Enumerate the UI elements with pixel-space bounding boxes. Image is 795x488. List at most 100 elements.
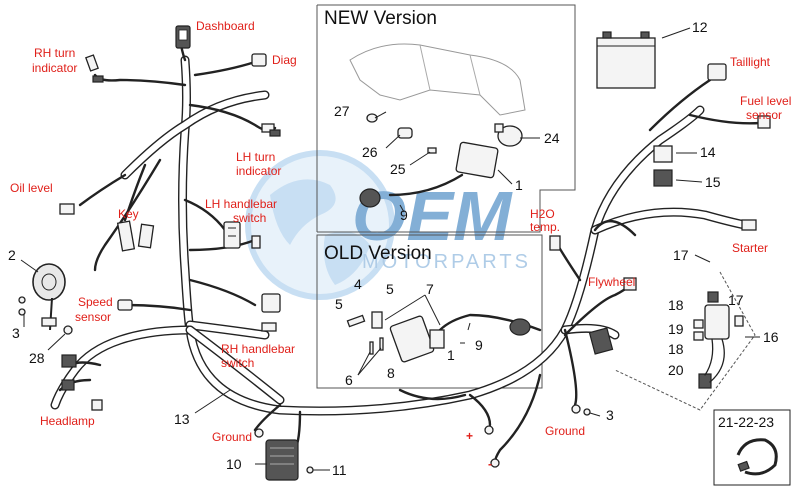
label-speed-sensor-1: Speed	[78, 295, 113, 309]
label-flywheel: Flywheel	[588, 275, 635, 289]
part-number-8: 8	[387, 365, 395, 381]
flywheel-connector	[623, 277, 637, 291]
new-version-box: NEW Version	[316, 4, 576, 233]
part-number-5-b: 5	[386, 281, 394, 297]
part-number-18-b: 18	[668, 341, 684, 357]
label-rh-turn-indicator-1: RH turn	[34, 46, 75, 60]
label-lh-handlebar-switch-1: LH handlebar	[205, 197, 277, 211]
part-number-3-right: 3	[606, 407, 614, 423]
part-number-5-a: 5	[335, 296, 343, 312]
part-number-3-left: 3	[12, 325, 20, 341]
label-lh-turn-indicator-1: LH turn	[236, 150, 275, 164]
part-number-26: 26	[362, 144, 378, 160]
part-number-11: 11	[332, 462, 347, 478]
ground-terminal-left	[254, 428, 264, 438]
part-number-4: 4	[354, 276, 362, 292]
part-number-9-new: 9	[400, 207, 408, 223]
leader-lines	[20, 27, 760, 471]
label-plus: +	[466, 429, 473, 443]
part-number-25: 25	[390, 161, 406, 177]
label-rh-handlebar-switch-1: RH handlebar	[221, 342, 295, 356]
screws-6	[369, 337, 384, 355]
part-number-12: 12	[692, 19, 708, 35]
oil-level-connector	[59, 203, 75, 215]
watermark-logo: OEM MOTORPARTS	[245, 150, 531, 300]
screw-3-left	[18, 296, 26, 316]
old-version-box: OLD Version	[316, 234, 543, 389]
connector-group-box	[614, 271, 756, 411]
label-h2o-temp-1: H2O	[530, 207, 555, 221]
label-dashboard: Dashboard	[196, 19, 255, 33]
coil-old-9	[509, 318, 531, 336]
label-rh-turn-indicator-2: indicator	[32, 61, 77, 75]
part-number-17-a: 17	[673, 247, 689, 263]
ground-terminal-right	[571, 404, 591, 416]
nut-28	[63, 325, 73, 335]
component-labels: Dashboard Diag RH turn indicator LH turn…	[10, 19, 791, 471]
ecu-old-8	[389, 315, 445, 363]
horn	[32, 263, 66, 331]
label-h2o-temp-2: temp.	[530, 220, 560, 234]
rh-turn-indicator-connector	[85, 54, 104, 83]
part-number-20: 20	[668, 362, 684, 378]
label-rh-handlebar-switch-2: switch	[221, 356, 254, 370]
part-number-13: 13	[174, 411, 190, 427]
starter-connector	[741, 219, 757, 231]
part-number-17-b: 17	[728, 292, 744, 308]
screw-25	[427, 147, 437, 154]
battery-12	[596, 31, 656, 89]
headlamp-connector	[61, 354, 103, 411]
kit-box: 21-22-23	[713, 409, 791, 486]
part-number-28: 28	[29, 350, 45, 366]
lh-handlebar-switch-connector	[223, 221, 261, 249]
diag-connector	[251, 53, 267, 67]
part-number-1-old: 1	[447, 347, 455, 363]
old-version-title: OLD Version	[324, 243, 432, 264]
relay-15	[653, 169, 673, 187]
connector-block-16	[693, 291, 744, 389]
cap-27	[366, 113, 378, 123]
battery-terminals	[484, 425, 500, 468]
lh-turn-indicator-connector	[261, 123, 281, 137]
label-fuel-level-sensor-1: Fuel level	[740, 94, 791, 108]
kit-label: 21-22-23	[718, 414, 774, 430]
ecu-new-1	[359, 141, 499, 208]
rh-handlebar-switch-connector	[261, 293, 281, 332]
label-diag: Diag	[272, 53, 297, 67]
sensor-26	[397, 127, 413, 139]
part-number-2: 2	[8, 247, 16, 263]
key-connector	[116, 220, 155, 252]
watermark-subtitle: MOTORPARTS	[362, 251, 531, 273]
dashboard-connector	[175, 25, 191, 49]
bracket-5	[346, 311, 383, 329]
part-number-14: 14	[700, 144, 716, 160]
taillight-connector	[707, 63, 727, 81]
part-number-6: 6	[345, 372, 353, 388]
label-starter: Starter	[732, 241, 768, 255]
label-ground-left: Ground	[212, 430, 252, 444]
part-number-19: 19	[668, 321, 684, 337]
relay-14	[653, 145, 673, 163]
part-number-9-old: 9	[475, 337, 483, 353]
fuse-box	[588, 327, 614, 355]
label-speed-sensor-2: sensor	[75, 310, 111, 324]
new-version-title: NEW Version	[324, 8, 437, 29]
regulator-10	[265, 439, 314, 481]
watermark-brand: OEM	[352, 177, 513, 255]
label-lh-handlebar-switch-2: switch	[233, 211, 266, 225]
label-lh-turn-indicator-2: indicator	[236, 164, 281, 178]
part-number-27: 27	[334, 103, 350, 119]
speed-sensor-connector	[117, 299, 133, 311]
coil-24	[494, 123, 523, 147]
label-ground-right: Ground	[545, 424, 585, 438]
label-key: Key	[118, 207, 139, 221]
fuel-level-connector	[757, 115, 771, 129]
part-number-15: 15	[705, 174, 721, 190]
label-minus: -	[488, 457, 492, 471]
h2o-temp-connector	[549, 235, 561, 251]
part-numbers: 2 3 28 13 10 11 12 14 15 16 17 17 18 18 …	[8, 19, 779, 478]
label-headlamp: Headlamp	[40, 414, 95, 428]
part-number-1-new: 1	[515, 177, 523, 193]
part-number-16: 16	[763, 329, 779, 345]
part-number-24: 24	[544, 130, 560, 146]
